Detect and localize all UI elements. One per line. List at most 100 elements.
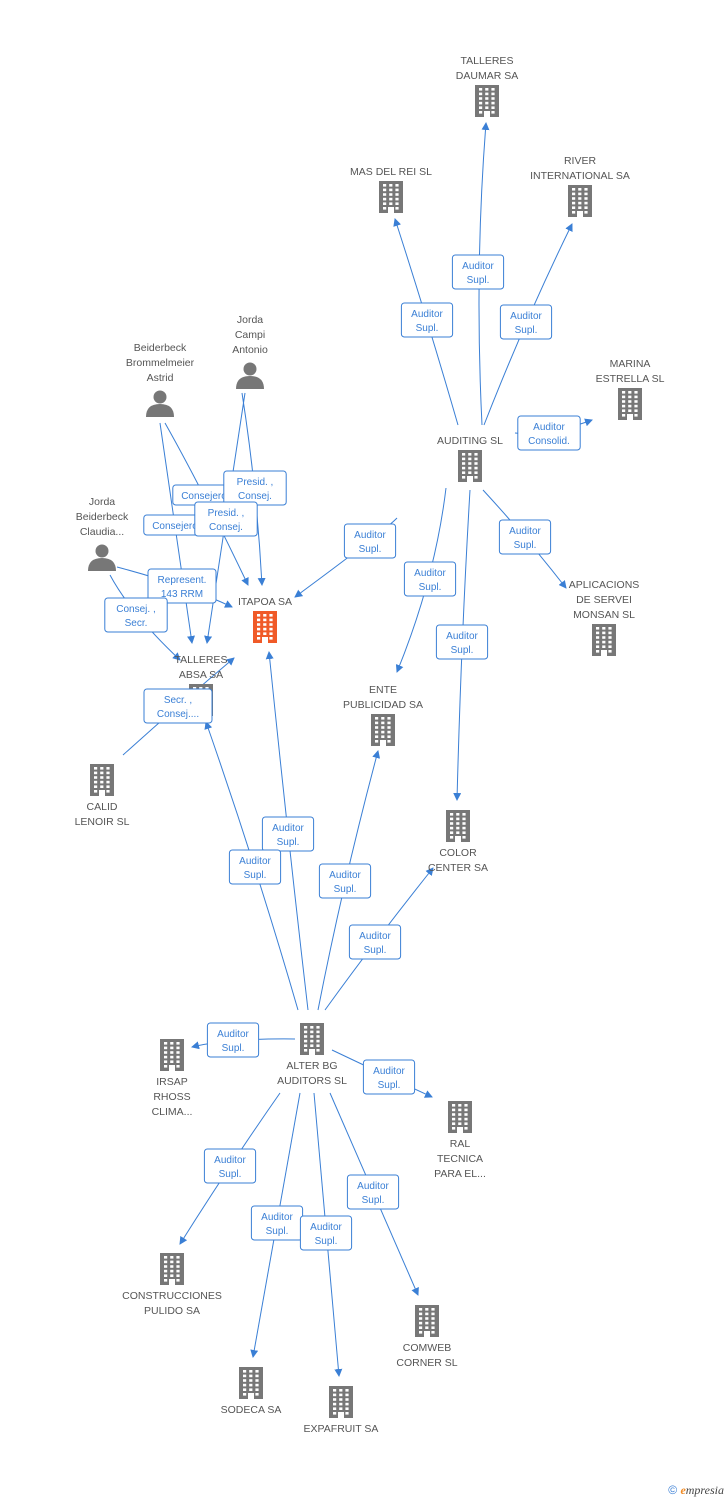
node-itapoa[interactable]: ITAPOA SA	[238, 596, 292, 643]
node-label: CONSTRUCCIONES	[122, 1290, 222, 1302]
edge-label-text: Auditor	[359, 931, 391, 942]
node-label: Jorda	[89, 496, 115, 508]
edge-label-text: Consejero	[181, 491, 227, 502]
node-label: ALTER BG	[286, 1060, 337, 1072]
edge-label-text: Consej.	[238, 491, 272, 502]
edge-label-text: Represent.	[158, 575, 207, 586]
building-icon	[618, 388, 642, 420]
node-masdelrei[interactable]: MAS DEL REI SL	[350, 166, 432, 213]
building-icon	[300, 1023, 324, 1055]
node-label: CLIMA...	[152, 1106, 193, 1118]
node-label: LENOIR SL	[75, 816, 130, 828]
node-label: SODECA SA	[221, 1404, 282, 1416]
node-label: APLICACIONS	[569, 579, 640, 591]
edge-label-text: Supl.	[315, 1236, 338, 1247]
building-icon	[415, 1305, 439, 1337]
edge-label-text: Auditor	[411, 309, 443, 320]
edge-label-text: Supl.	[222, 1043, 245, 1054]
edge-label-text: Supl.	[364, 945, 387, 956]
edge-label-text: Presid. ,	[208, 508, 245, 519]
edge-label-jorda-itapoa[interactable]: Presid. ,Consej.	[223, 470, 287, 506]
building-icon	[329, 1386, 353, 1418]
brand-logo[interactable]: empresia	[680, 1483, 724, 1497]
edge-labels-layer: AuditorSupl.AuditorSupl.AuditorSupl.Audi…	[104, 254, 581, 1251]
node-label: PARA EL...	[434, 1168, 486, 1180]
node-label: ENTE	[369, 684, 397, 696]
edge-label-text: Secr.	[125, 618, 148, 629]
node-claudia[interactable]: JordaBeiderbeckClaudia...	[76, 496, 129, 571]
edge-label-text: 143 RRM	[161, 589, 203, 600]
edge-label-jorda-talleresabsa[interactable]: Presid. ,Consej.	[194, 501, 258, 537]
building-icon	[448, 1101, 472, 1133]
node-label: TECNICA	[437, 1153, 483, 1165]
node-label: MARINA	[610, 358, 651, 370]
node-irsap[interactable]: IRSAP RHOSS CLIMA...	[152, 1039, 193, 1118]
edge-label-claudia-talleresabsa[interactable]: Consej. ,Secr.	[104, 597, 168, 633]
person-icon	[146, 390, 174, 417]
node-label: ITAPOA SA	[238, 596, 292, 608]
edge-label-text: Consej....	[157, 709, 199, 720]
edge-label-text: Supl.	[515, 325, 538, 336]
edge-label-text: Supl.	[334, 884, 357, 895]
node-label: TALLERES	[175, 654, 228, 666]
node-sodeca[interactable]: SODECA SA	[221, 1367, 282, 1416]
edge-label-text: Auditor	[373, 1066, 405, 1077]
edge-label-calid-talleresabsa[interactable]: Secr. ,Consej....	[143, 688, 213, 724]
footer-brand: © empresia	[668, 1483, 724, 1498]
node-label: RIVER	[564, 155, 597, 167]
edge-label-text: Auditor	[446, 631, 478, 642]
edge-label-text: Auditor	[357, 1181, 389, 1192]
node-label: AUDITING SL	[437, 435, 503, 447]
edge-label-text: Auditor	[310, 1222, 342, 1233]
node-label: RHOSS	[153, 1091, 190, 1103]
edge-label-text: Supl.	[451, 645, 474, 656]
edge-label-text: Supl.	[219, 1169, 242, 1180]
building-icon	[160, 1253, 184, 1285]
person-icon	[88, 544, 116, 571]
node-expafruit[interactable]: EXPAFRUIT SA	[304, 1386, 379, 1435]
node-auditing[interactable]: AUDITING SL	[437, 435, 503, 482]
edge-label-claudia-itapoa[interactable]: Represent. 143 RRM	[147, 568, 217, 604]
node-label: Astrid	[147, 372, 174, 384]
edge-label-text: Auditor	[414, 568, 446, 579]
building-icon	[160, 1039, 184, 1071]
building-icon	[239, 1367, 263, 1399]
node-label: CORNER SL	[396, 1357, 457, 1369]
node-label: Beiderbeck	[76, 511, 129, 523]
node-label: IRSAP	[156, 1076, 188, 1088]
edge-label-text: Supl.	[419, 582, 442, 593]
